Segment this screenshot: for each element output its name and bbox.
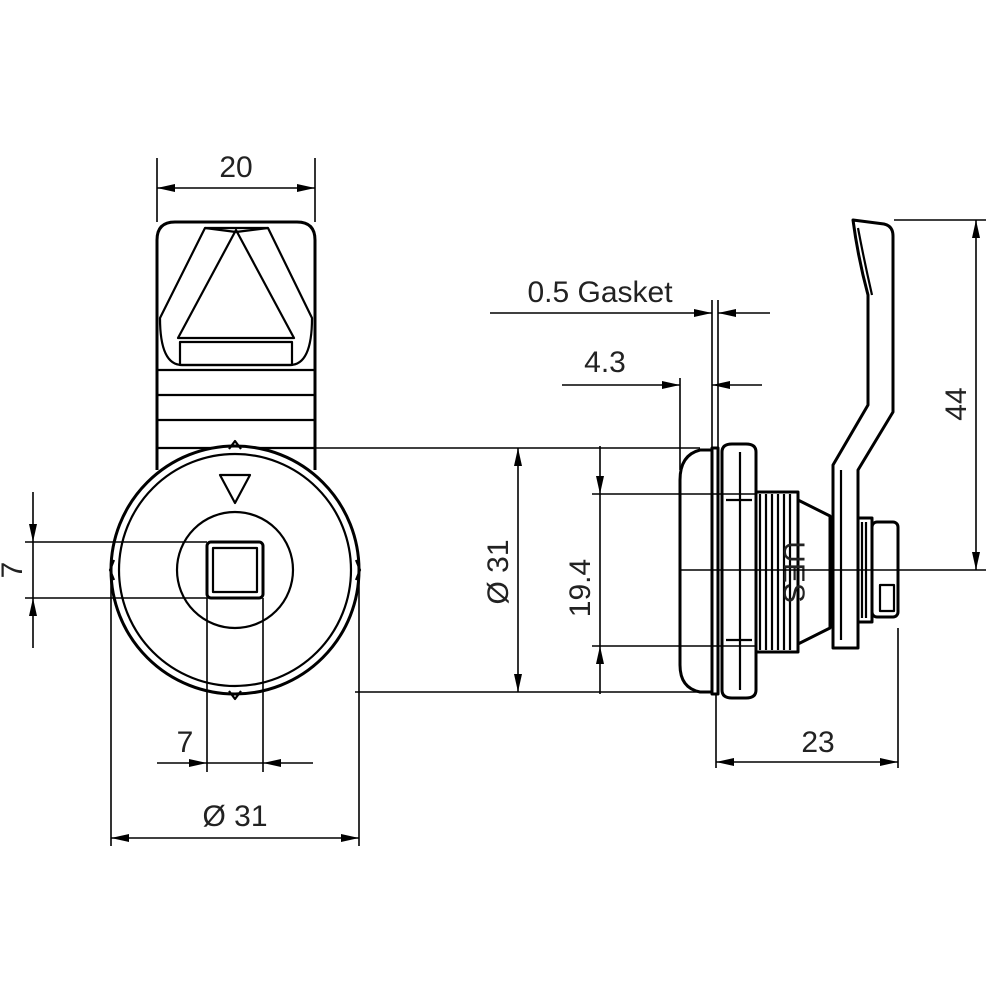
side-view: UES (678, 218, 930, 700)
threaded-body: UES (754, 490, 832, 654)
side-dimension-lines (310, 219, 986, 768)
front-view (25, 158, 362, 846)
gasket (710, 446, 720, 696)
body-engraving: UES (777, 541, 810, 603)
square-drive (205, 540, 265, 600)
dim-front-square-width: 7 (177, 726, 194, 759)
dim-flange-thickness: 4.3 (584, 346, 626, 379)
dim-cam-height: 44 (940, 387, 973, 420)
dim-body-length: 23 (801, 726, 834, 759)
front-dimension-lines (25, 158, 360, 846)
dim-front-square-height: 7 (0, 562, 29, 579)
orientation-triangle-mark (218, 473, 252, 505)
dim-cam-width: 20 (219, 151, 252, 184)
side-cam-lever (831, 218, 895, 650)
dim-front-diameter: Ø 31 (202, 800, 267, 833)
dim-gasket: 0.5 Gasket (527, 276, 673, 309)
front-face (108, 439, 362, 701)
dimension-labels: 20 7 7 Ø 31 Ø 31 19.4 0.5 Gasket 4.3 23 … (0, 151, 973, 833)
dim-side-diameter: Ø 31 (482, 539, 515, 604)
front-cam-lever (155, 220, 317, 470)
dim-thread-diameter: 19.4 (564, 559, 597, 617)
